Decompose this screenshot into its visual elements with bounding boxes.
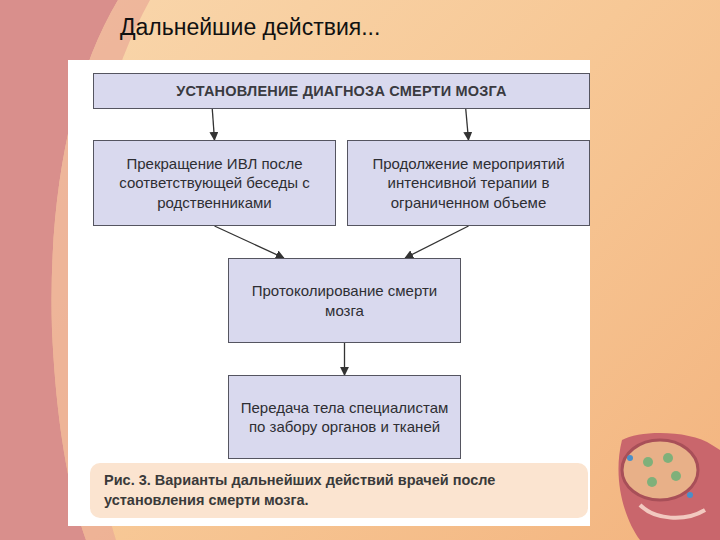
- cell-illustration: [618, 433, 720, 540]
- header-box: УСТАНОВЛЕНИЕ ДИАГНОЗА СМЕРТИ МОЗГА: [93, 73, 590, 109]
- process-box: Протоколирование смерти мозга: [228, 258, 461, 343]
- box-label: УСТАНОВЛЕНИЕ ДИАГНОЗА СМЕРТИ МОЗГА: [176, 82, 506, 101]
- flow-arrow: [466, 109, 469, 140]
- flow-arrow: [212, 109, 214, 140]
- figure-caption: Рис. 3. Варианты дальнейших действий вра…: [104, 471, 574, 510]
- flow-arrow: [405, 226, 468, 258]
- slide-title: Дальнейшие действия...: [120, 14, 380, 41]
- box-label: Прекращение ИВЛ после соответствующей бе…: [104, 154, 325, 213]
- process-box: Прекращение ИВЛ после соответствующей бе…: [93, 140, 336, 226]
- process-box: Передача тела специалистам по забору орг…: [228, 375, 461, 459]
- flow-arrow: [215, 226, 284, 258]
- process-box: Продолжение мероприятий интенсивной тера…: [347, 140, 590, 226]
- caption-panel: Рис. 3. Варианты дальнейших действий вра…: [90, 463, 588, 518]
- box-label: Продолжение мероприятий интенсивной тера…: [358, 154, 579, 213]
- box-label: Передача тела специалистам по забору орг…: [239, 398, 450, 437]
- flow-arrow: [344, 343, 345, 375]
- box-label: Протоколирование смерти мозга: [239, 281, 450, 320]
